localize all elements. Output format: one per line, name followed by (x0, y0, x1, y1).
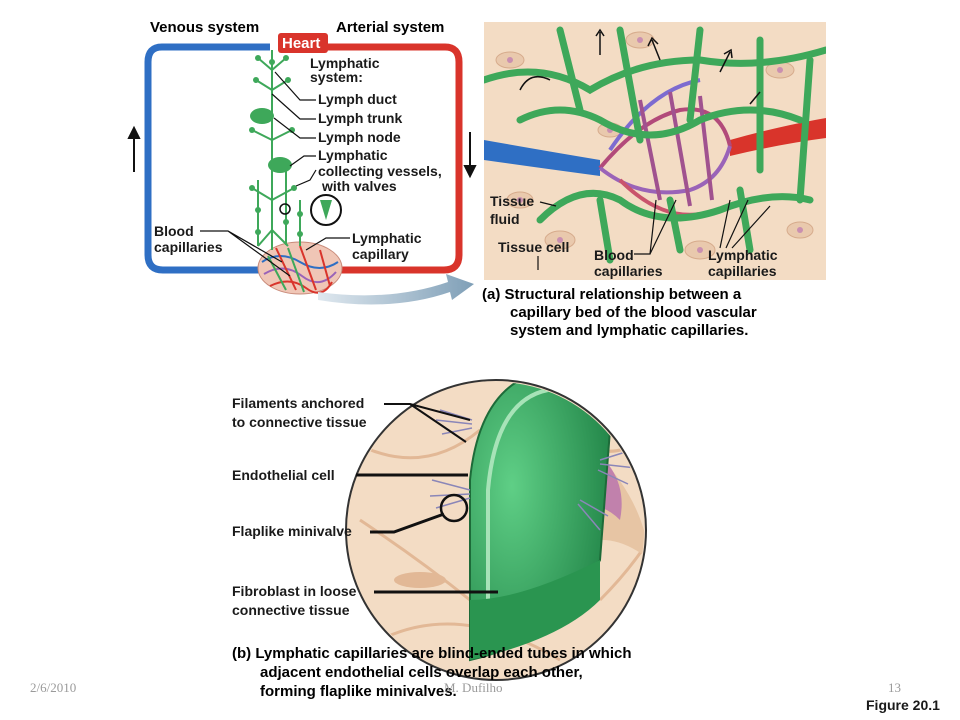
arterial-system-label: Arterial system (336, 19, 444, 36)
blood-capillaries-label-1: Blood (154, 223, 194, 239)
lymph-trunk-label: Lymph trunk (318, 110, 402, 126)
filaments-label-2: to connective tissue (232, 414, 367, 430)
lymph-node-lower (268, 157, 292, 173)
tissue-fluid-label-1: Tissue (490, 193, 534, 209)
venous-vessel (144, 43, 285, 274)
tissue-fluid-label-2: fluid (490, 211, 520, 227)
lymph-duct-label: Lymph duct (318, 91, 397, 107)
heart-block (278, 33, 328, 53)
flow-up-arrow (127, 125, 141, 172)
minivalve-leader (370, 512, 445, 534)
tissue-cell-label: Tissue cell (498, 239, 569, 255)
footer-author: M. Dufilho (444, 680, 503, 695)
capillary-bed-illustration (484, 22, 826, 280)
circulation-diagram: Heart Venous system Arterial system (127, 19, 477, 305)
lymph-valve-dots (249, 55, 303, 237)
anchoring-filaments (429, 409, 637, 531)
minivalve-highlight (439, 493, 469, 523)
figure-number: Figure 20.1 (866, 697, 940, 713)
lymphatic-system-label-2: system: (310, 69, 363, 85)
lymph-node-upper (250, 108, 274, 124)
tube-lower-fold (470, 560, 600, 660)
bed-blood-capillaries-label-2: capillaries (594, 263, 663, 279)
caption-a-line2: capillary bed of the blood vascular (510, 304, 757, 321)
fibroblast-label-1: Fibroblast in loose (232, 583, 357, 599)
collecting-vessels-label-2: collecting vessels, (318, 163, 442, 179)
lymph-leader-lines (271, 71, 317, 187)
collecting-vessels-label-3: with valves (321, 178, 397, 194)
bed-blood-leader (634, 199, 677, 255)
valve-detail (320, 200, 332, 220)
footer-page-number: 13 (888, 680, 901, 695)
venous-system-label: Venous system (150, 19, 259, 36)
tissue-fluid-leader (539, 201, 557, 207)
magnified-lymphatic-capillary (345, 379, 647, 681)
bed-lymphatic-capillaries-label-1: Lymphatic (708, 247, 778, 263)
footer-date: 2/6/2010 (30, 680, 76, 695)
heart-label: Heart (282, 35, 320, 52)
lymphatic-tree (251, 50, 301, 250)
zoom-arrow (318, 274, 474, 305)
bed-blood-capillaries-label-1: Blood (594, 247, 634, 263)
endothelial-label: Endothelial cell (232, 467, 335, 483)
filaments-label-1: Filaments anchored (232, 395, 364, 411)
lymphatic-capillary-leader (305, 237, 350, 251)
flow-arrows-bed (519, 28, 761, 105)
minivalve-label: Flaplike minivalve (232, 523, 352, 539)
lymphatic-capillary-network (484, 26, 826, 264)
filaments-leader (384, 403, 471, 443)
flow-down-arrow (463, 132, 477, 179)
arterial-vessel (320, 43, 463, 274)
bed-lymphatic-capillaries-label-2: capillaries (708, 263, 777, 279)
caption-b-line2: adjacent endothelial cells overlap each … (260, 664, 583, 681)
collecting-vessels-label-1: Lymphatic (318, 147, 388, 163)
fibroblast (394, 572, 446, 588)
lymph-node-label: Lymph node (318, 129, 401, 145)
tube-highlight (486, 388, 549, 640)
caption-b-line3: forming flaplike minivalves. (260, 683, 457, 700)
fibroblast-label-2: connective tissue (232, 602, 350, 618)
valve-highlight-small (279, 203, 291, 215)
caption-a-line3: system and lymphatic capillaries. (510, 322, 748, 339)
lymphatic-system-label-1: Lymphatic (310, 55, 380, 71)
blood-capillaries-label-2: capillaries (154, 239, 223, 255)
lymphatic-capillary-label-1: Lymphatic (352, 230, 422, 246)
caption-a-line1: (a) Structural relationship between a (482, 286, 742, 303)
capillary-bed-labels: Tissue fluid Tissue cell Blood capillari… (490, 193, 778, 279)
bed-lymph-leader (719, 199, 771, 249)
blood-capillaries-leader (200, 230, 291, 277)
caption-b-line1: (b) Lymphatic capillaries are blind-ende… (232, 645, 632, 662)
lymphatic-capillary-label-2: capillary (352, 246, 409, 262)
bed-vein (484, 140, 600, 176)
